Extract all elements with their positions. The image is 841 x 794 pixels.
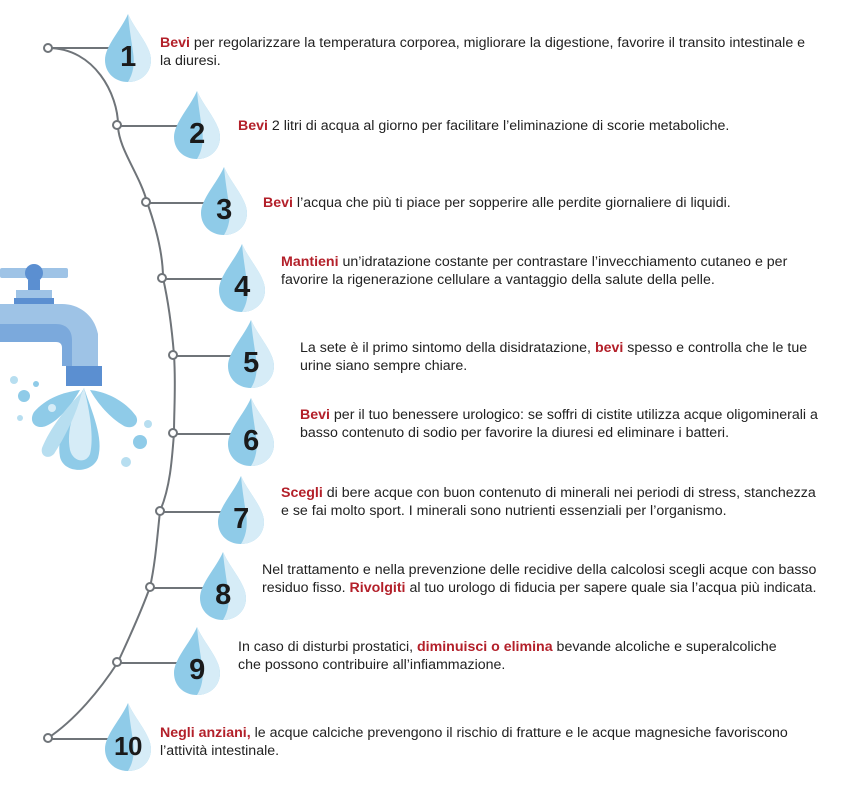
step-text: Scegli di bere acque con buon contenuto … xyxy=(281,485,816,520)
keyword: Rivolgiti xyxy=(349,580,406,597)
timeline-node xyxy=(141,197,151,207)
step-text: Nel trattamento e nella prevenzione dell… xyxy=(262,562,817,597)
water-drop-icon: 3 xyxy=(199,165,249,237)
list-item: 10 Negli anziani, le acque calciche prev… xyxy=(0,0,841,771)
timeline-node xyxy=(168,350,178,360)
list-item: 8 Nel trattamento e nella prevenzione de… xyxy=(0,0,841,620)
step-text: Bevi per regolarizzare la temperatura co… xyxy=(160,35,806,70)
connector-line xyxy=(163,278,225,280)
step-number: 9 xyxy=(189,654,205,686)
list-item: 4 Mantieni un’idratazione costante per c… xyxy=(0,0,841,312)
step-text: Bevi per il tuo benessere urologico: se … xyxy=(300,407,818,442)
list-item: 7 Scegli di bere acque con buon contenut… xyxy=(0,0,841,544)
keyword: diminuisci o elimina xyxy=(417,639,553,655)
keyword: Bevi xyxy=(238,118,268,134)
step-text: In caso di disturbi prostatici, diminuis… xyxy=(238,639,777,674)
step-text: Negli anziani, le acque calciche preveng… xyxy=(160,725,788,760)
list-item: 2 Bevi 2 litri di acqua al giorno per fa… xyxy=(0,0,841,159)
water-drop-icon: 9 xyxy=(172,625,222,697)
water-drop-icon: 1 xyxy=(103,12,153,84)
timeline-node xyxy=(112,657,122,667)
list-item: 6 Bevi per il tuo benessere urologico: s… xyxy=(0,0,841,466)
step-number: 5 xyxy=(243,347,259,379)
step-text: Mantieni un’idratazione costante per con… xyxy=(281,254,788,289)
timeline-node xyxy=(155,506,165,516)
step-number: 10 xyxy=(114,731,142,761)
step-number: 2 xyxy=(189,118,205,150)
step-number: 7 xyxy=(233,503,249,535)
step-text: Bevi 2 litri di acqua al giorno per faci… xyxy=(238,118,730,134)
keyword: Bevi xyxy=(263,195,293,211)
keyword: Scegli xyxy=(281,485,323,501)
water-tap-icon xyxy=(0,264,152,470)
water-drop-icon: 7 xyxy=(216,474,266,546)
step-number: 3 xyxy=(216,194,232,226)
keyword: Bevi xyxy=(160,35,190,51)
water-drop-icon: 4 xyxy=(217,242,267,314)
keyword: Negli anziani, xyxy=(160,725,251,741)
keyword: Bevi xyxy=(300,407,330,423)
keyword: bevi xyxy=(594,340,624,356)
step-number: 1 xyxy=(120,41,136,73)
connector-line xyxy=(160,511,224,513)
connector-line xyxy=(48,47,110,49)
step-number: 6 xyxy=(243,425,259,457)
step-text: La sete è il primo sintomo della disidra… xyxy=(300,340,808,375)
water-drop-icon: 8 xyxy=(198,550,248,622)
list-item: 1 Bevi per regolarizzare la temperatura … xyxy=(0,0,841,82)
timeline-node xyxy=(157,273,167,283)
timeline-node xyxy=(43,43,53,53)
connector-line xyxy=(118,125,182,127)
water-drop-icon: 2 xyxy=(172,89,222,161)
connector-line xyxy=(150,587,206,589)
connector-line xyxy=(174,355,234,357)
step-text: Bevi l’acqua che più ti piace per sopper… xyxy=(263,195,731,211)
step-number: 8 xyxy=(215,579,231,611)
connector-line xyxy=(147,202,207,204)
connector-line xyxy=(48,738,110,740)
timeline-node xyxy=(43,733,53,743)
timeline-node xyxy=(168,428,178,438)
timeline-node xyxy=(145,582,155,592)
list-item: 5 La sete è il primo sintomo della disid… xyxy=(0,0,841,388)
list-item: 3 Bevi l’acqua che più ti piace per sopp… xyxy=(0,0,841,235)
list-item: 9 In caso di disturbi prostatici, diminu… xyxy=(0,0,841,695)
connector-line xyxy=(118,662,180,664)
step-number: 4 xyxy=(234,271,250,303)
timeline-node xyxy=(112,120,122,130)
water-drop-icon: 5 xyxy=(226,318,276,390)
keyword: Mantieni xyxy=(281,254,339,270)
water-drop-icon: 10 xyxy=(103,701,153,773)
connector-line xyxy=(174,433,234,435)
water-drop-icon: 6 xyxy=(226,396,276,468)
